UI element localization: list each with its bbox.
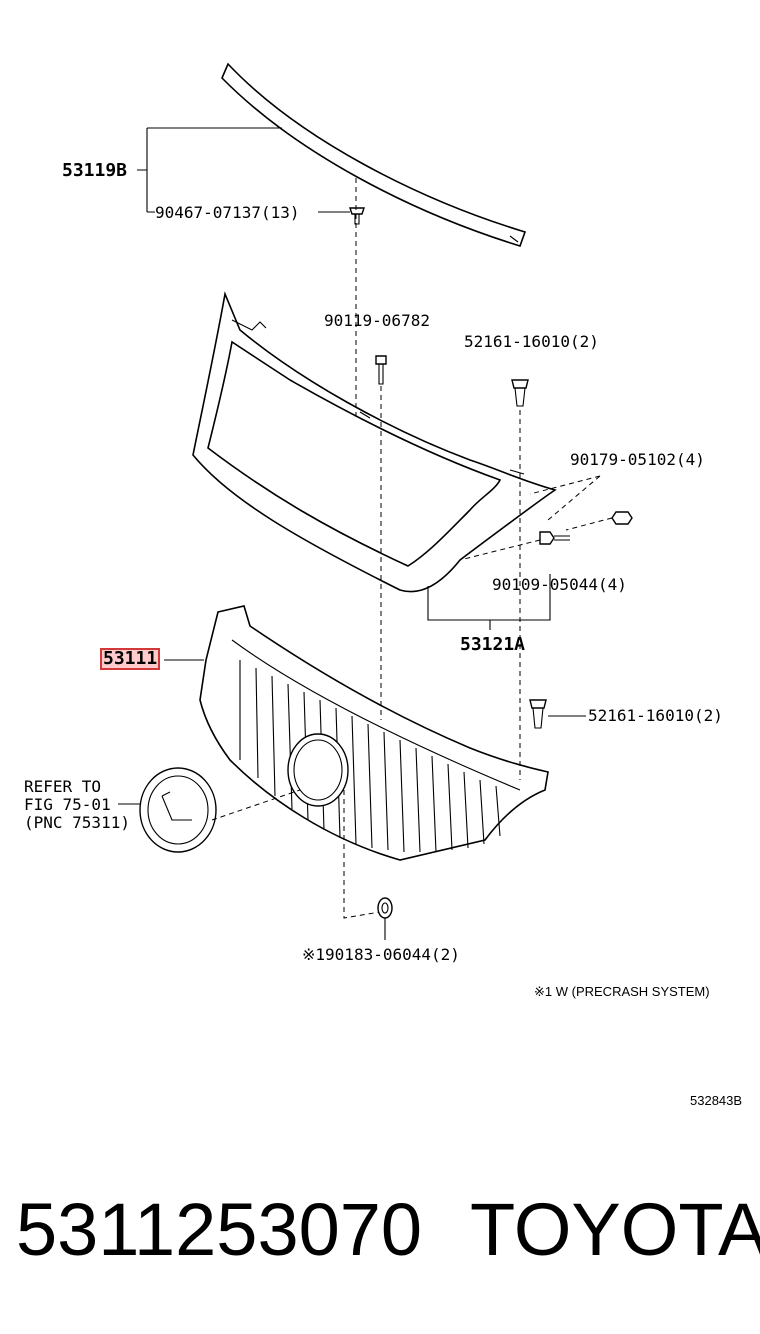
clip-52161-right-icon [529,699,547,729]
label-90467: 90467-07137(13) [155,203,300,222]
screw-90119-icon [375,355,387,385]
label-53111-highlighted[interactable]: 53111 [99,648,161,670]
precrash-note: ※1 W (PRECRASH SYSTEM) [534,984,710,999]
label-90109: 90109-05044(4) [492,575,627,594]
label-90179: 90179-05102(4) [570,450,705,469]
refer-line-2: FIG 75-01 [24,795,111,814]
brand-name: TOYOTA [470,1188,760,1271]
nut-90183-icon [377,897,393,919]
emblem-icon [139,767,217,853]
nut-90179-icon [611,511,633,525]
refer-line-1: REFER TO [24,777,102,796]
label-52161-right: 52161-16010(2) [588,706,723,725]
clip-90467-icon [349,207,365,225]
label-52161-top: 52161-16010(2) [464,332,599,351]
clip-52161-top-icon [511,379,529,407]
bolt-90109-icon [539,531,570,545]
label-53121a: 53121A [460,634,526,655]
label-90119: 90119-06782 [324,311,430,330]
refer-line-3: (PNC 75311) [24,813,130,832]
upper-molding [221,62,527,247]
radiator-grille [199,605,549,861]
part-number: 5311253070 [16,1188,423,1271]
label-53119b: 53119B [62,160,128,181]
label-90183: ※190183-06044(2) [302,945,460,964]
diagram-id: 532843B [690,1093,743,1108]
